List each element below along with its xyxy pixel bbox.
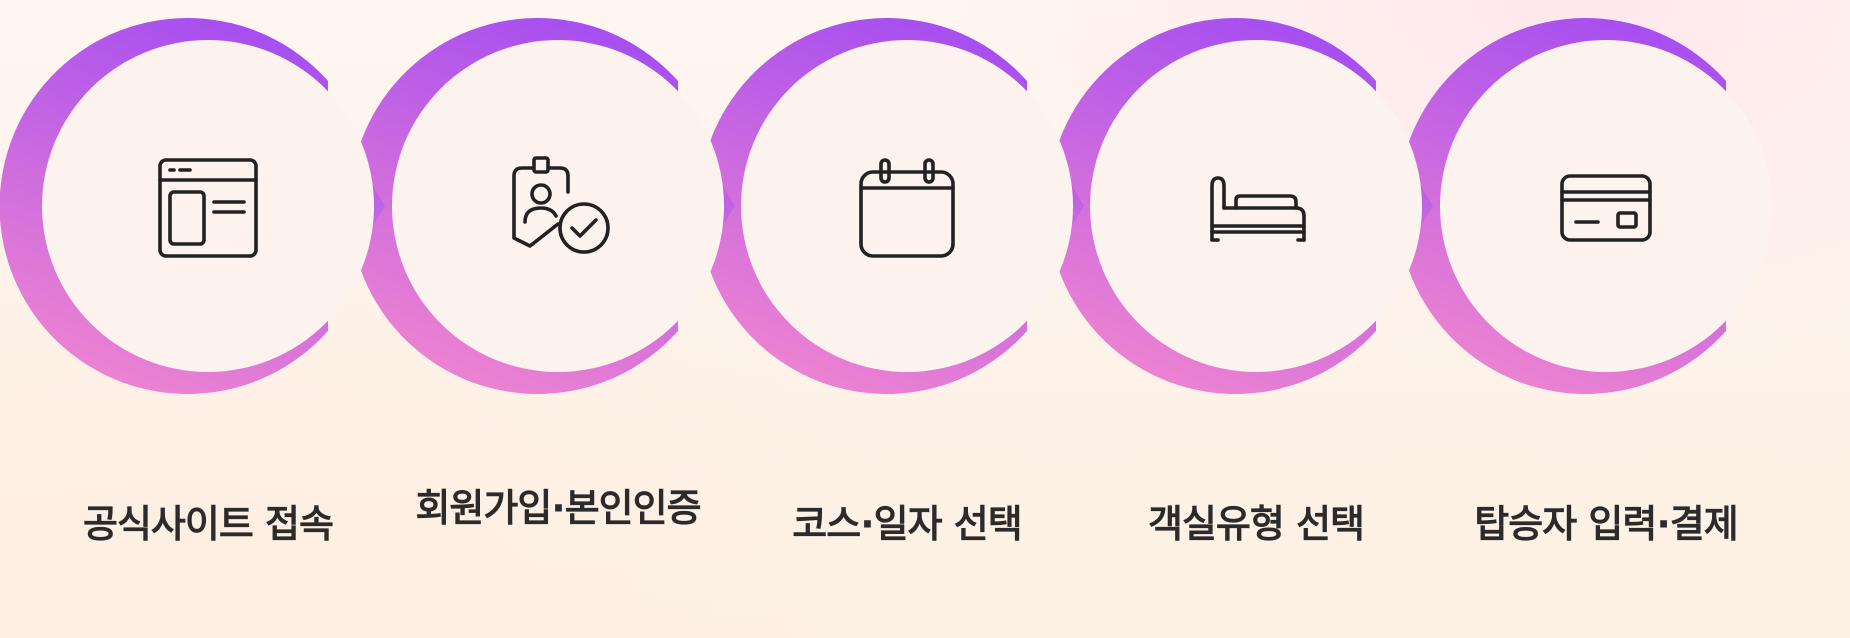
step-5-label: 탑승자 입력·결제 (1474, 502, 1738, 546)
id-badge-verified-icon (506, 156, 610, 260)
step-4: 객실유형 선택 (1047, 0, 1433, 638)
bed-icon (1204, 156, 1308, 260)
step-4-ring (1047, 17, 1433, 394)
step-5: 탑승자 입력·결제 (1397, 0, 1778, 638)
step-1-label: 공식사이트 접속 (83, 502, 334, 546)
step-3: 코스·일자 선택 (698, 0, 1084, 638)
browser-window-icon (156, 156, 260, 260)
credit-card-icon (1554, 156, 1658, 260)
step-1-ring (0, 18, 385, 394)
calendar-icon (855, 156, 959, 260)
step-4-label: 객실유형 선택 (1148, 502, 1365, 546)
step-2: 회원가입·본인인증 (349, 0, 735, 638)
step-2-label: 회원가입·본인인증 (415, 486, 701, 530)
step-3-label: 코스·일자 선택 (792, 502, 1022, 546)
step-1: 공식사이트 접속 (0, 0, 385, 638)
